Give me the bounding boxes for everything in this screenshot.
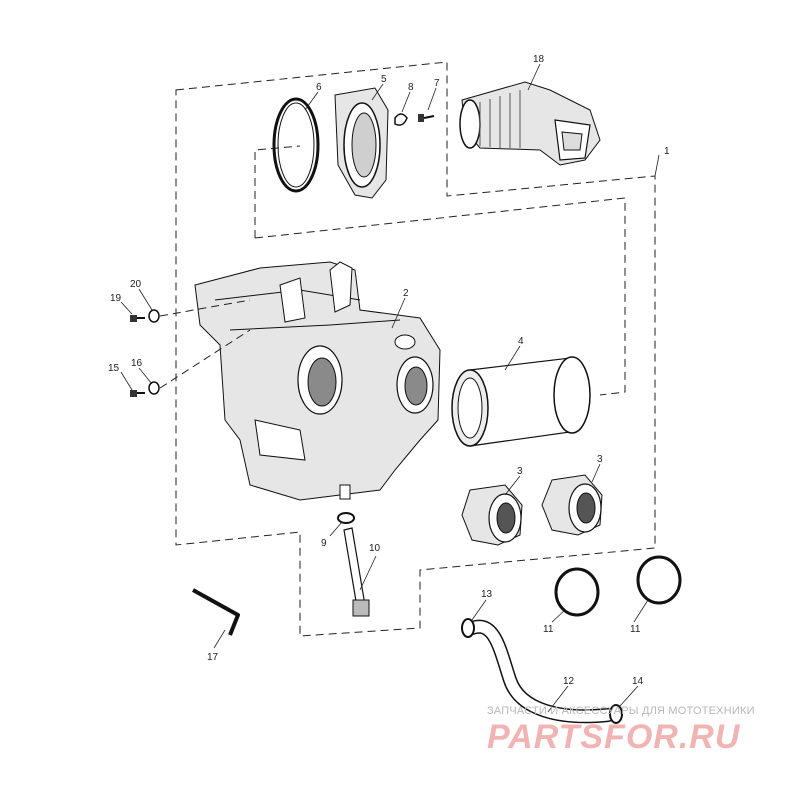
intake-boot-part-3-left: [461, 484, 523, 546]
clip-part-8: [394, 113, 408, 126]
drain-tube-part-10: [343, 527, 370, 617]
watermark-brand: PARTSFOR.RU: [487, 718, 741, 756]
hose-clamp-part-9: [337, 512, 355, 524]
callout-20: 20: [130, 279, 142, 290]
bolt-part-19: [130, 315, 145, 322]
breather-hose-part-12: [465, 619, 615, 724]
callout-8: 8: [408, 82, 414, 93]
callout-7: 7: [434, 78, 440, 89]
callout-15: 15: [108, 363, 120, 374]
callout-6: 6: [316, 82, 322, 93]
washer-part-16: [148, 381, 160, 395]
assembly-boundary-outline: [175, 61, 656, 637]
callout-10: 10: [369, 543, 381, 554]
airbox-housing-part-2: [194, 261, 441, 501]
assembly-inner-outline: [254, 145, 626, 396]
callout-3-right: 3: [597, 454, 603, 465]
callout-17: 17: [207, 652, 219, 663]
callout-2: 2: [403, 288, 409, 299]
air-filter-element-part-4: [451, 356, 591, 447]
bolt-part-15: [130, 390, 145, 397]
callout-3-left: 3: [517, 466, 523, 477]
callout-5: 5: [381, 74, 387, 85]
intake-boot-part-3-right: [541, 474, 603, 536]
callout-14: 14: [632, 676, 644, 687]
hex-key-part-17: [192, 588, 240, 636]
callout-16: 16: [131, 358, 143, 369]
callout-18: 18: [533, 54, 545, 65]
o-ring-part-6: [272, 97, 320, 193]
o-ring-part-11-right: [636, 555, 682, 605]
callout-4: 4: [518, 336, 524, 347]
callout-1: 1: [664, 146, 670, 157]
flange-adapter-part-5: [334, 87, 389, 199]
o-ring-part-11-left: [554, 567, 600, 617]
bolt-alignment-lines: [159, 299, 251, 389]
screw-part-7: [418, 114, 435, 122]
callout-19: 19: [110, 293, 122, 304]
callout-12: 12: [563, 676, 575, 687]
hose-clamp-part-14: [609, 704, 623, 724]
callout-13: 13: [481, 589, 493, 600]
callout-11-right: 11: [630, 624, 641, 635]
hose-clamp-part-13: [461, 618, 475, 638]
callout-9: 9: [321, 538, 327, 549]
washer-part-20: [148, 309, 160, 323]
intake-elbow-part-18: [459, 81, 601, 166]
leader-lines: [120, 63, 660, 713]
watermark-tagline: ЗАПЧАСТИ И АКСЕССУАРЫ ДЛЯ МОТОТЕХНИКИ: [487, 705, 755, 717]
callout-11-left: 11: [543, 624, 554, 635]
